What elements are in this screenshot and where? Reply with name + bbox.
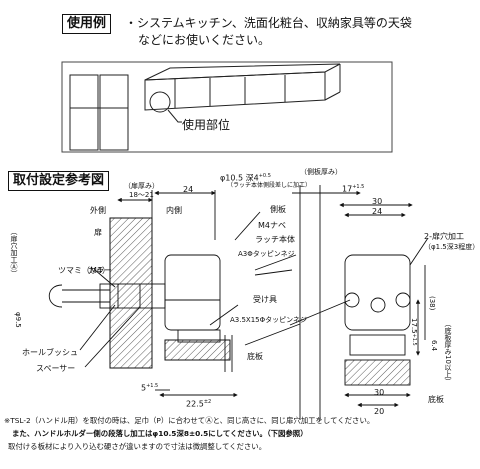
usage-line-1: ・システムキッチン、洗面化粧台、収納家具等の天袋: [125, 16, 412, 30]
label-soko-ita-right: 底板: [428, 395, 444, 404]
label-dim-17: 17+1.5: [342, 184, 365, 194]
label-dim-38: (38): [428, 296, 436, 311]
label-dim-175: 17.5+1.5: [410, 318, 418, 346]
label-tobira-atsumi: （扉厚み）: [124, 182, 159, 190]
label-dim-24-right: 24: [372, 207, 383, 216]
label-dim-64: 6.4: [430, 340, 438, 352]
label-tobira-ana: （扉穴加工Ⓐ）: [10, 228, 18, 277]
label-tobira: 扉: [94, 228, 102, 237]
label-gawaita: 側板: [270, 205, 286, 214]
label-dim-24-top: 24: [183, 185, 194, 194]
label-a3-tapping: A3Φタッピンネジ: [238, 250, 295, 258]
label-gaiita: 外側: [90, 206, 106, 215]
usage-label: 使用例: [62, 14, 112, 34]
label-hole: φ10.5 深4+0.5: [220, 173, 271, 183]
label-dim-225: 22.5±2: [186, 399, 212, 409]
usage-line-2: などにお使いください。: [138, 33, 271, 47]
label-dim-18-21: 18～21: [129, 191, 154, 199]
label-phi95: φ9.5: [14, 312, 22, 328]
footer-note-2: また、ハンドルホルダー側の段落し加工はφ10.5深8±0.5にしてください。（下…: [12, 429, 308, 438]
label-gawaita-atsumi: （側板厚み）: [300, 168, 342, 176]
label-collar: カラー: [88, 266, 112, 275]
label-two-holes-sub: （φ1.5深3程度）: [424, 243, 480, 251]
label-two-holes: 2-扉穴加工: [424, 232, 464, 241]
label-soko-ue: （底板厚み10以上）: [444, 320, 452, 385]
footer-note-1: ※TSL-2（ハンドル用）を取付の時は、足巾（P）に合わせてⒶと、同じ高さに、同…: [4, 416, 375, 425]
label-hole-note: （ラッチ本体側段差しに加工）: [227, 182, 312, 189]
label-tsumami: ツマミ（M4）: [58, 266, 110, 275]
label-dim-30-top: 30: [372, 197, 383, 206]
label-dim-20: 20: [374, 407, 385, 416]
label-dim-5: 5+1.5: [141, 383, 159, 393]
label-spacer: スペーサー: [36, 364, 76, 373]
install-label: 取付設定参考図: [8, 171, 110, 191]
footer-note-3: 取付ける板材により入り込む硬さが違いますので寸法は微調整してください。: [8, 442, 267, 451]
label-ukegu: 受け具: [253, 295, 277, 304]
label-uchigawa: 内側: [166, 206, 182, 215]
usage-callout: 使用部位: [182, 118, 231, 132]
label-a35-tapping: A3.5X15Φタッピンネジ: [230, 316, 307, 324]
label-soko-ita-left: 底板: [247, 352, 263, 361]
label-m4-nut: M4ナベ: [258, 221, 286, 230]
label-hole-bushing: ホールブッシュ: [22, 348, 78, 357]
label-latch-body: ラッチ本体: [255, 235, 295, 244]
label-dim-30-bottom: 30: [374, 388, 385, 397]
